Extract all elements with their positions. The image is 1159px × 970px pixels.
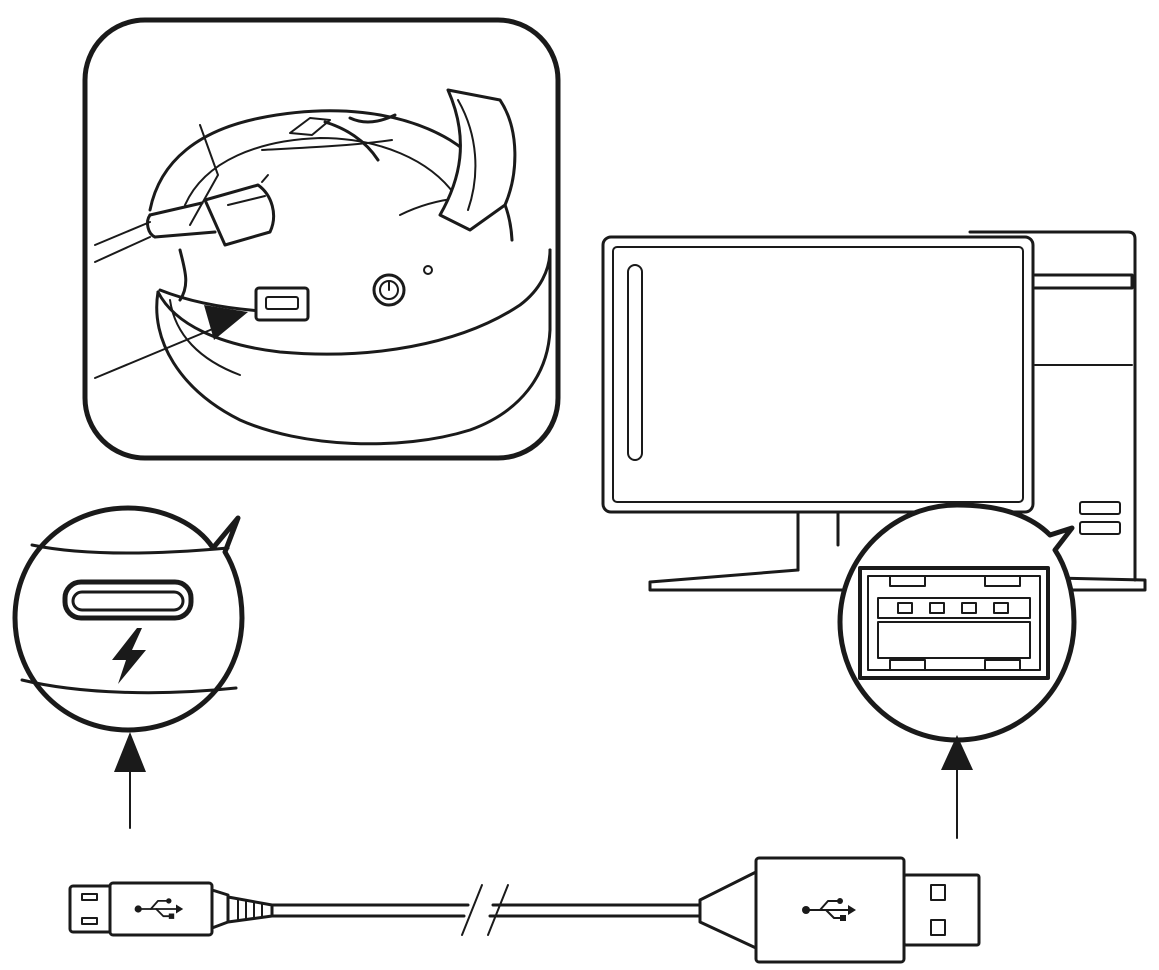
monitor (601, 235, 1147, 592)
desktop-computer (601, 230, 1147, 592)
headset-earcup (94, 88, 552, 446)
hyperx-logo-icon (289, 113, 397, 162)
usb-symbol-icon (134, 898, 184, 919)
usb-charging-cable (68, 856, 981, 964)
usb-symbol-icon (802, 898, 856, 921)
micro-usb-plug (68, 881, 274, 937)
usb-a-port-callout (837, 502, 1077, 743)
headset-charging-port-inset (82, 17, 561, 461)
arrow-up-icon-left (114, 732, 146, 829)
power-button-icon (372, 273, 406, 307)
micro-usb-port-callout (12, 505, 245, 733)
usb-a-plug (698, 856, 981, 964)
lightning-bolt-icon (112, 628, 146, 684)
arrow-up-icon-right (941, 735, 973, 839)
computer-tower (968, 230, 1137, 582)
